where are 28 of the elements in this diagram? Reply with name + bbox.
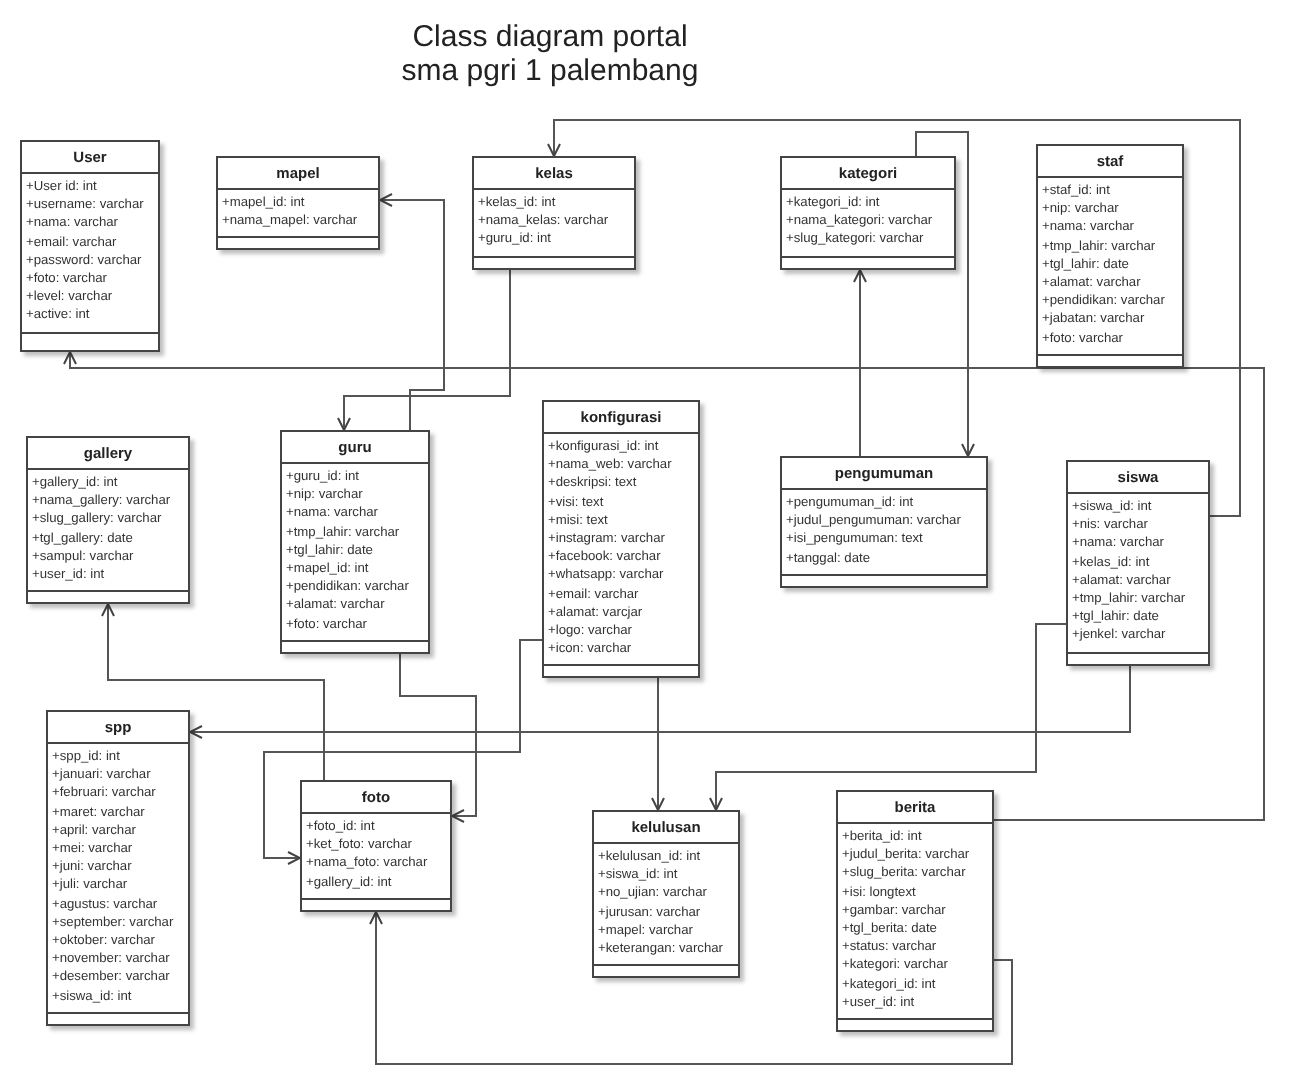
association-arrow xyxy=(337,269,511,431)
association-arrow xyxy=(369,911,1013,1065)
association-arrow xyxy=(651,677,665,811)
diagram-title: Class diagram portal sma pgri 1 palembang xyxy=(399,20,701,88)
association-arrow xyxy=(915,131,975,457)
class-box xyxy=(216,156,380,251)
association-arrow xyxy=(853,269,867,457)
association-arrow xyxy=(547,119,1241,517)
association-arrow xyxy=(189,665,1131,739)
class-box xyxy=(300,780,452,912)
class-box xyxy=(592,810,740,979)
class-box xyxy=(1066,460,1210,666)
association-arrow xyxy=(379,193,445,431)
class-box xyxy=(280,430,430,654)
class-box xyxy=(26,436,190,605)
association-arrow xyxy=(399,653,477,823)
class-box xyxy=(780,456,988,588)
class-box xyxy=(472,156,636,270)
association-arrow xyxy=(63,351,1265,821)
class-box xyxy=(1036,144,1184,368)
class-box xyxy=(46,710,190,1026)
association-arrow xyxy=(709,623,1067,811)
class-box xyxy=(836,790,994,1033)
class-box xyxy=(20,140,160,352)
association-arrow xyxy=(101,603,325,781)
class-box xyxy=(542,400,700,679)
class-box xyxy=(780,156,956,270)
association-arrow xyxy=(263,639,543,865)
